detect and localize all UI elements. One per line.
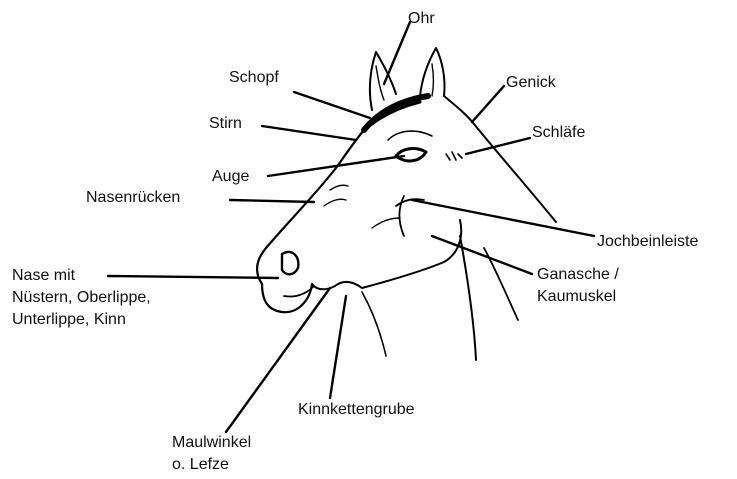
label-ganasche-line1: Ganasche / <box>537 264 619 286</box>
face-shading <box>324 185 400 228</box>
leader-schopf <box>294 92 370 118</box>
label-genick: Genick <box>506 72 556 94</box>
label-stirn: Stirn <box>209 113 242 135</box>
label-kinnkettengrube: Kinnkettengrube <box>298 399 415 421</box>
label-schopf-text: Schopf <box>229 67 279 89</box>
chin-line <box>312 282 362 289</box>
label-ohr-text: Ohr <box>408 8 435 30</box>
label-nase-line2: Nüstern, Oberlippe, <box>12 287 151 309</box>
underneck-line <box>362 292 386 356</box>
temple-marks <box>446 152 462 160</box>
label-ohr: Ohr <box>408 8 435 30</box>
label-nase-line1: Nase mit <box>12 265 151 287</box>
label-jochbeinleiste-text: Jochbeinleiste <box>597 231 698 253</box>
label-schlaefe: Schläfe <box>532 122 585 144</box>
label-ganasche: Ganasche / Kaumuskel <box>537 264 619 308</box>
jaw-line <box>362 220 461 288</box>
neck-top-line <box>444 96 556 222</box>
label-nasenruecken: Nasenrücken <box>86 187 180 209</box>
forehead-profile <box>257 130 364 284</box>
eye-brow <box>388 131 432 140</box>
left-ear-outline <box>370 52 396 110</box>
leader-nasenruecken <box>230 200 314 202</box>
leader-ganasche <box>432 236 532 274</box>
label-maulwinkel-line1: Maulwinkel <box>172 432 251 454</box>
leader-jochbeinleiste <box>412 200 594 236</box>
label-kinnkettengrube-text: Kinnkettengrube <box>298 399 415 421</box>
leader-kinnkettengrube <box>330 296 346 398</box>
label-auge: Auge <box>212 166 249 188</box>
leader-stirn <box>262 126 356 140</box>
muzzle-outline <box>262 284 312 312</box>
label-maulwinkel-line2: o. Lefze <box>172 454 251 476</box>
label-maulwinkel: Maulwinkel o. Lefze <box>172 432 251 476</box>
label-stirn-text: Stirn <box>209 113 242 135</box>
label-ganasche-line2: Kaumuskel <box>537 286 619 308</box>
label-nase: Nase mit Nüstern, Oberlippe, Unterlippe,… <box>12 265 151 331</box>
label-schlaefe-text: Schläfe <box>532 122 585 144</box>
label-nase-line3: Unterlippe, Kinn <box>12 309 151 331</box>
eye <box>396 149 426 161</box>
leader-genick <box>472 86 504 122</box>
leader-auge <box>268 156 404 176</box>
left-ear-inner <box>376 66 384 100</box>
label-jochbeinleiste: Jochbeinleiste <box>597 231 698 253</box>
label-genick-text: Genick <box>506 72 556 94</box>
right-ear-outline <box>420 48 445 96</box>
label-auge-text: Auge <box>212 166 249 188</box>
leader-ohr <box>384 22 410 84</box>
right-ear-inner <box>432 64 434 96</box>
label-nasenruecken-text: Nasenrücken <box>86 187 180 209</box>
throat-line <box>460 236 476 360</box>
nostril <box>282 252 298 274</box>
label-schopf: Schopf <box>229 67 279 89</box>
